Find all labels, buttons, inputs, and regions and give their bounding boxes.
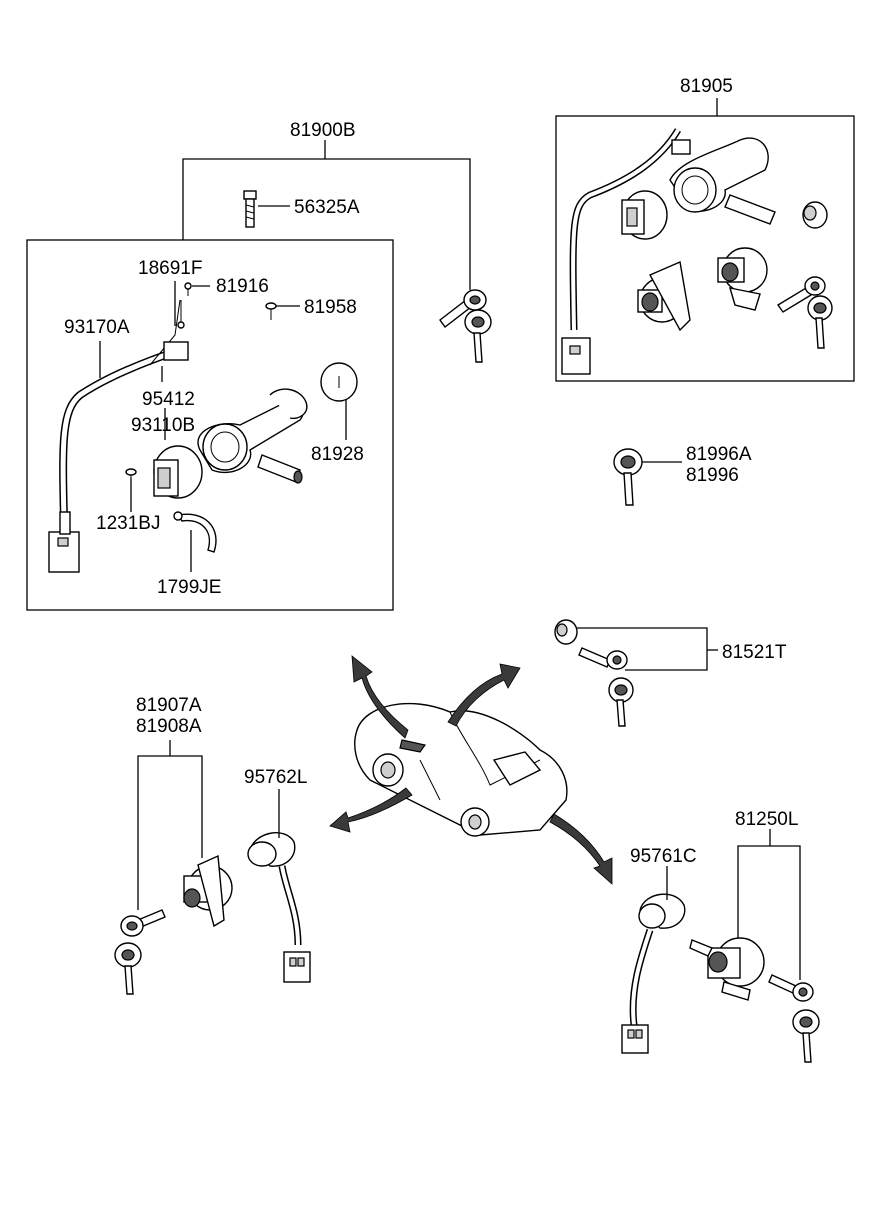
kit-81907a: [114, 740, 233, 995]
label-81907a: 81907A: [136, 695, 202, 716]
label-81996a: 81996A: [686, 444, 752, 465]
label-93170a: 93170A: [64, 317, 130, 338]
key-81900b: [439, 289, 492, 363]
label-81916: 81916: [216, 276, 269, 297]
key-81996a: [613, 448, 682, 506]
label-81900b: 81900B: [290, 120, 356, 141]
label-81905: 81905: [680, 76, 733, 97]
label-95762l: 95762L: [244, 767, 307, 788]
label-93110b: 93110B: [131, 415, 195, 436]
screw-1231bj: [125, 468, 137, 512]
cap-81928: [320, 362, 358, 440]
box-81900b: [26, 239, 394, 611]
label-1231bj: 1231BJ: [96, 513, 160, 534]
label-81908a: 81908A: [136, 716, 202, 737]
label-18691f: 18691F: [138, 258, 202, 279]
label-81521t: 81521T: [722, 642, 787, 663]
kit-81905-parts: [561, 128, 833, 375]
kit-81521t: [554, 619, 718, 727]
ignition-lock-93110b: [153, 366, 308, 499]
label-56325a: 56325A: [294, 197, 360, 218]
label-81928: 81928: [311, 444, 364, 465]
switch-95762l: [247, 789, 311, 983]
group-81905: [555, 98, 855, 382]
harness-93170a: [48, 281, 189, 573]
box-81905: [555, 115, 855, 382]
label-95412: 95412: [142, 389, 195, 410]
kit-81250l: [689, 829, 820, 1063]
label-81996: 81996: [686, 465, 739, 486]
clamp-1799je: [173, 511, 217, 572]
screw-56325a: [243, 190, 290, 228]
switch-95761c: [621, 866, 686, 1054]
label-1799je: 1799JE: [157, 577, 221, 598]
group-81900b: [26, 140, 471, 611]
label-81958: 81958: [304, 297, 357, 318]
car: [354, 702, 568, 837]
screw-81916: [184, 282, 210, 296]
label-95761c: 95761C: [630, 846, 697, 867]
screw-81958: [265, 302, 300, 320]
arrows: [329, 655, 613, 885]
label-81250l: 81250L: [735, 809, 798, 830]
